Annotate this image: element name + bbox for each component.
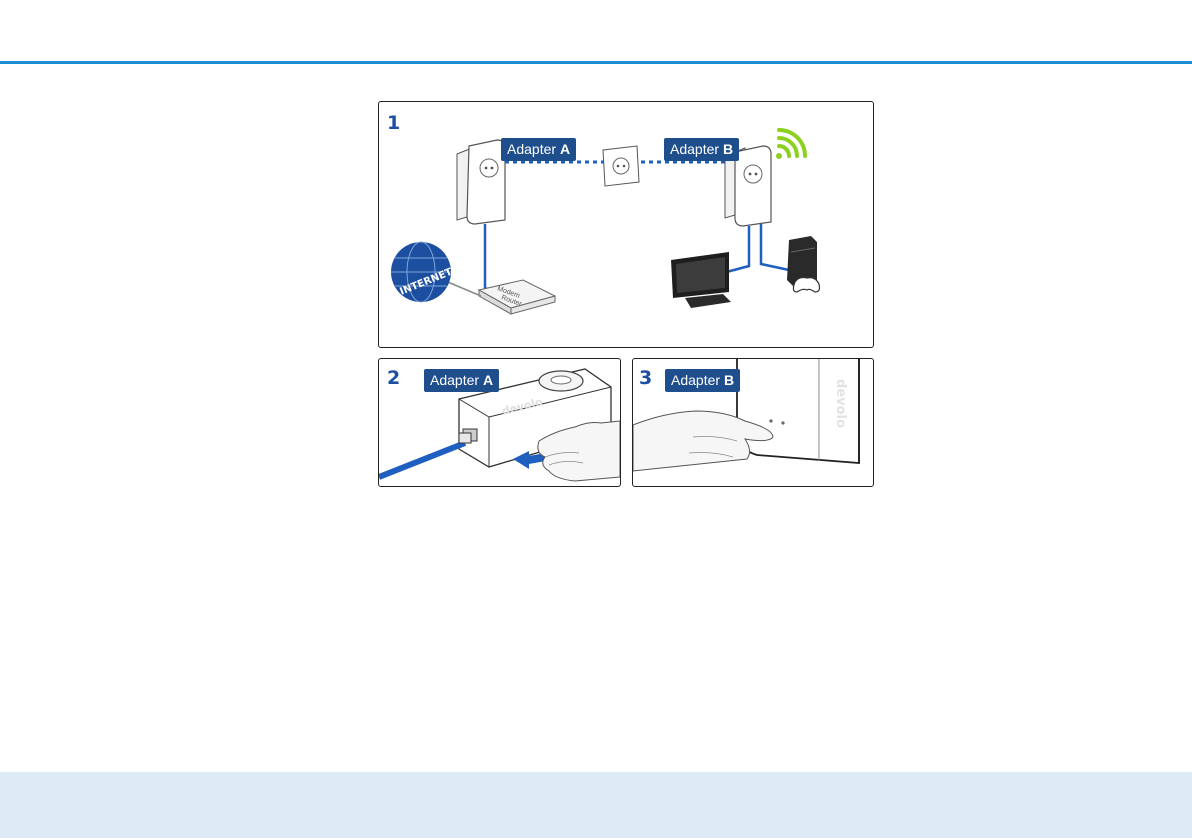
footer-band	[0, 772, 1192, 838]
adapter-a-tag: Adapter A	[424, 369, 499, 392]
tag-letter: B	[724, 372, 734, 388]
adapter-a-tag: Adapter A	[501, 138, 576, 161]
tag-letter: A	[483, 372, 493, 388]
led-indicator	[781, 421, 784, 424]
step-number: 2	[387, 369, 400, 388]
tag-letter: A	[560, 141, 570, 157]
adapter-b-tag: Adapter B	[665, 369, 740, 392]
wall-socket	[603, 146, 639, 186]
tag-word: Adapter	[430, 372, 479, 388]
ethernet-cable-icon	[379, 443, 465, 477]
tv-icon	[671, 252, 731, 308]
setup-diagram-step-3: devolo 3 Adapter B	[632, 358, 874, 487]
ethernet-plug-icon	[459, 433, 471, 443]
game-console-icon	[787, 236, 820, 292]
brand-logo: devolo	[833, 379, 848, 428]
adapter-a-pairing-illustration: devolo	[379, 359, 620, 486]
setup-diagram-step-1: Modem Router INTERNET 1 Adapter A Adapte…	[378, 101, 874, 348]
network-illustration: Modem Router INTERNET	[379, 102, 873, 347]
tag-word: Adapter	[507, 141, 556, 157]
step-number: 1	[387, 114, 400, 133]
setup-diagram-step-2: devolo 2 Adapter A	[378, 358, 621, 487]
adapter-b-tag: Adapter B	[664, 138, 739, 161]
adapter-a-device	[457, 140, 505, 224]
tag-word: Adapter	[671, 372, 720, 388]
ethernet-cable-console	[761, 224, 789, 270]
step-number: 3	[639, 369, 652, 388]
tag-letter: B	[723, 141, 733, 157]
header-rule	[0, 61, 1192, 64]
tag-word: Adapter	[670, 141, 719, 157]
wifi-icon	[776, 130, 805, 159]
led-indicator	[769, 419, 772, 422]
